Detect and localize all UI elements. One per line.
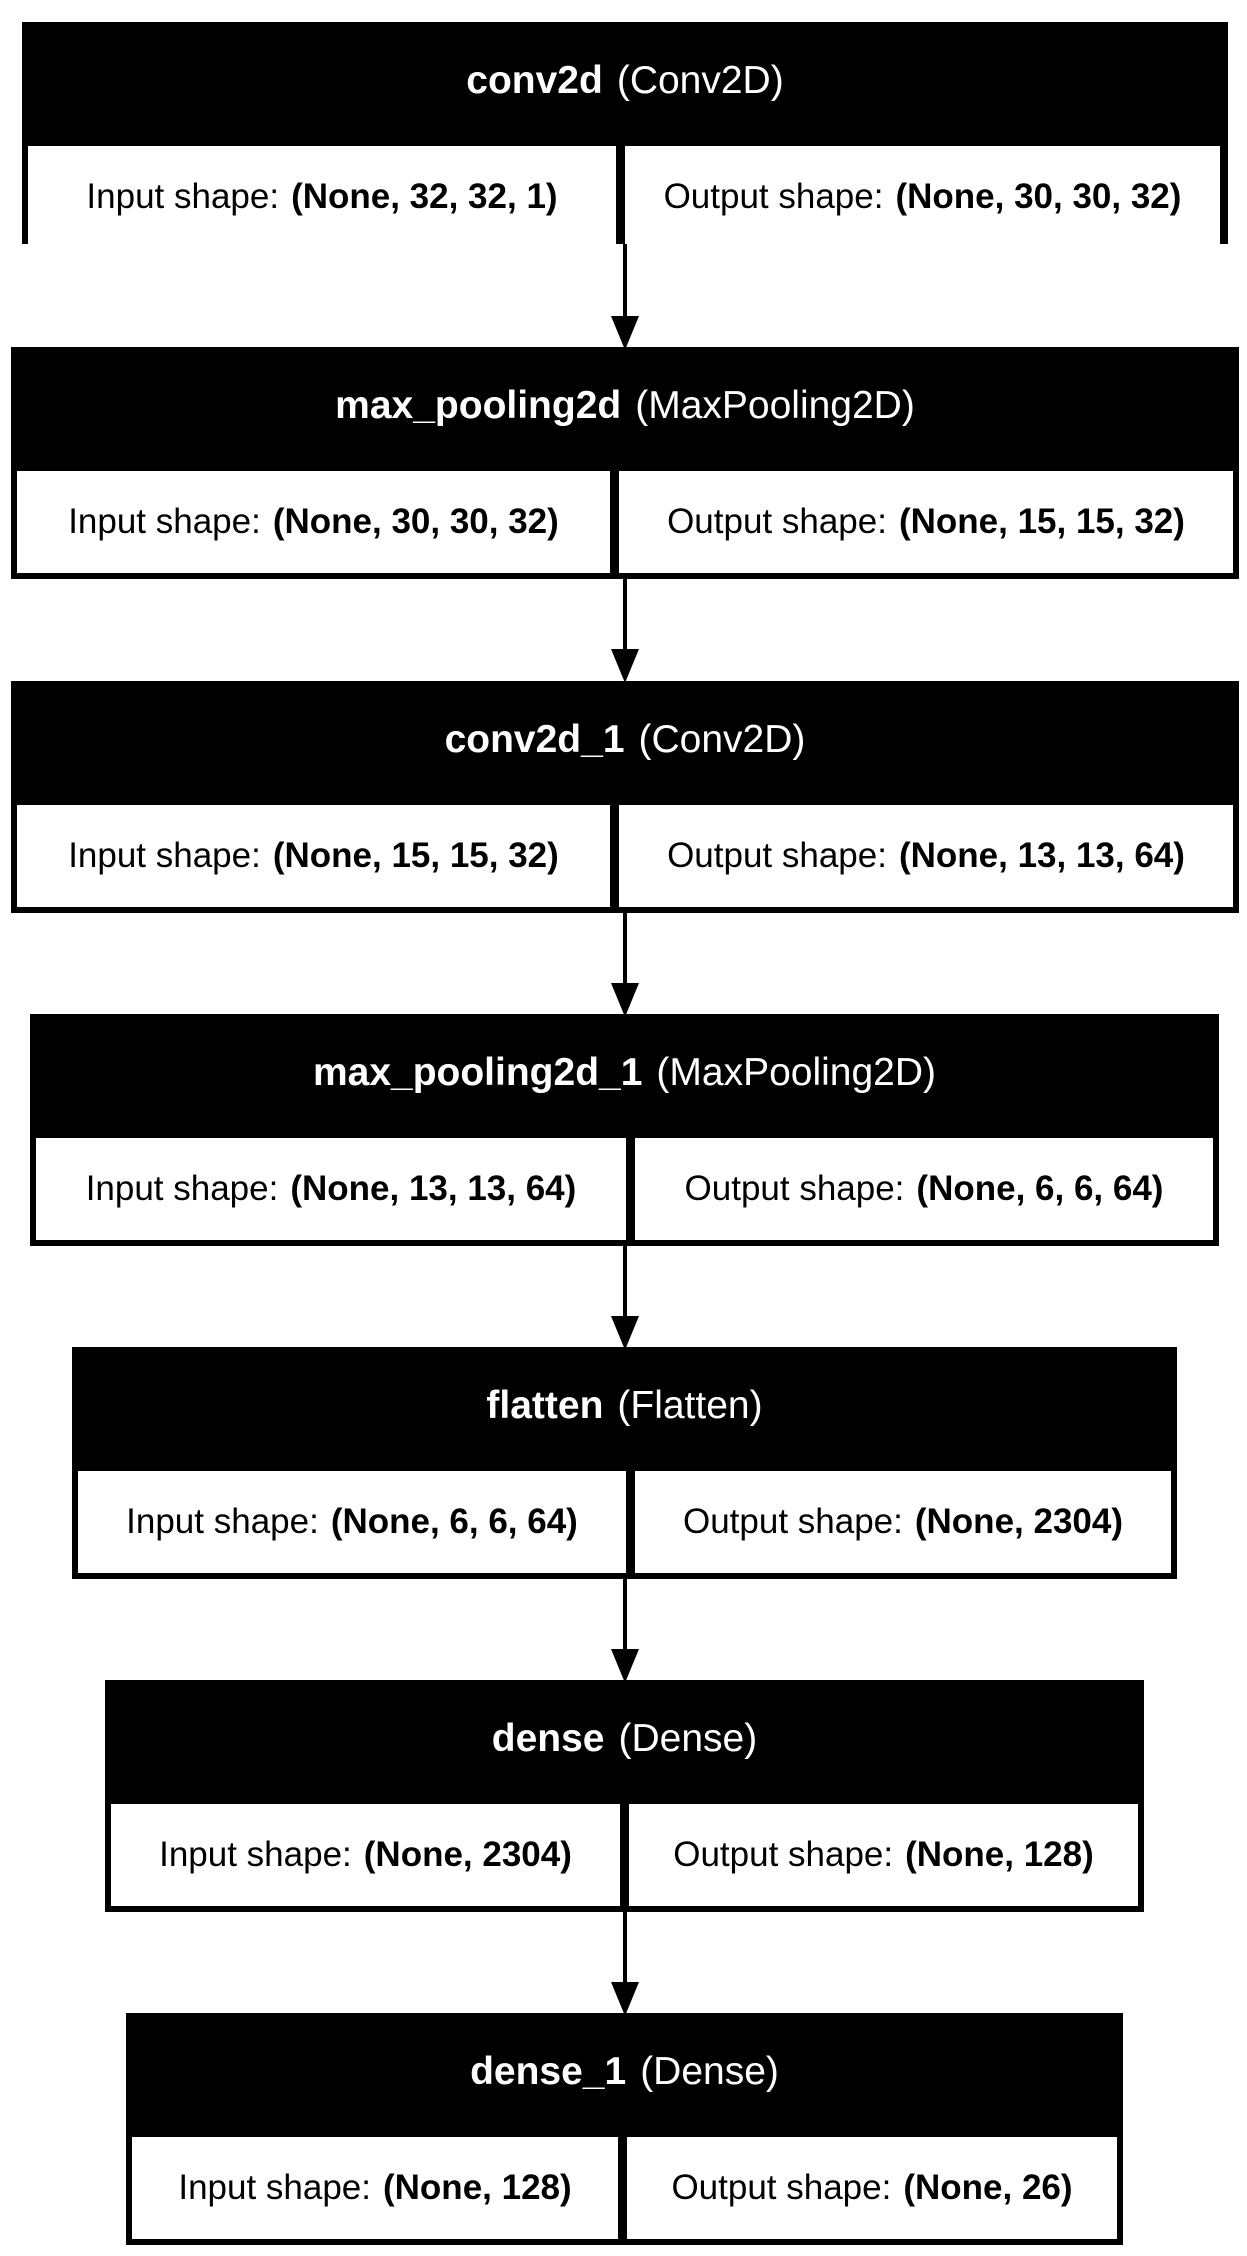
output-shape-value: (None, 30, 30, 32) (895, 177, 1182, 216)
input-shape-cell: Input shape: (None, 15, 15, 32) (17, 805, 610, 907)
layer-header: conv2d (Conv2D) (22, 22, 1228, 140)
input-shape-value: (None, 32, 32, 1) (291, 177, 558, 216)
layer-header: dense (Dense) (105, 1680, 1144, 1798)
layer-name: max_pooling2d (335, 384, 622, 427)
layer-name: conv2d (466, 59, 603, 102)
layer-header: max_pooling2d_1 (MaxPooling2D) (30, 1014, 1219, 1132)
output-shape-value: (None, 15, 15, 32) (898, 502, 1185, 541)
output-shape-cell: Output shape: (None, 2304) (635, 1471, 1171, 1573)
output-shape-label: Output shape: (673, 1835, 894, 1874)
layer-type: (Dense) (640, 2050, 779, 2093)
flow-arrow-line (623, 913, 627, 987)
output-shape-label: Output shape: (667, 836, 887, 875)
layer-type: (Conv2D) (638, 718, 806, 761)
layer-node-dense-1: dense_1 (Dense) Input shape: (None, 128)… (126, 2013, 1123, 2245)
output-shape-value: (None, 6, 6, 64) (916, 1169, 1164, 1208)
input-shape-cell: Input shape: (None, 30, 30, 32) (17, 471, 610, 573)
layer-name: dense (491, 1717, 605, 1760)
flow-arrow-head (611, 983, 639, 1017)
output-shape-value: (None, 2304) (914, 1502, 1123, 1541)
output-shape-value: (None, 128) (905, 1835, 1094, 1874)
output-shape-label: Output shape: (663, 177, 884, 216)
layer-node-flatten: flatten (Flatten) Input shape: (None, 6,… (72, 1347, 1177, 1579)
input-shape-value: (None, 15, 15, 32) (272, 836, 559, 875)
input-shape-label: Input shape: (85, 1169, 279, 1208)
input-shape-cell: Input shape: (None, 128) (132, 2137, 618, 2239)
input-shape-value: (None, 30, 30, 32) (272, 502, 559, 541)
output-shape-cell: Output shape: (None, 13, 13, 64) (619, 805, 1233, 907)
flow-arrow-head (611, 1316, 639, 1350)
flow-arrow-line (623, 1579, 627, 1653)
input-shape-label: Input shape: (68, 502, 261, 541)
layer-header: max_pooling2d (MaxPooling2D) (11, 347, 1239, 465)
layer-type: (Conv2D) (616, 59, 784, 102)
layer-header: dense_1 (Dense) (126, 2013, 1123, 2131)
output-shape-cell: Output shape: (None, 26) (627, 2137, 1117, 2239)
layer-name: flatten (486, 1384, 604, 1427)
flow-arrow-head (611, 1982, 639, 2016)
output-shape-cell: Output shape: (None, 15, 15, 32) (619, 471, 1233, 573)
input-shape-value: (None, 2304) (363, 1835, 572, 1874)
output-shape-cell: Output shape: (None, 128) (629, 1804, 1138, 1906)
output-shape-value: (None, 26) (903, 2168, 1073, 2207)
input-shape-cell: Input shape: (None, 32, 32, 1) (28, 146, 616, 248)
flow-arrow-head (611, 316, 639, 350)
input-shape-label: Input shape: (86, 177, 280, 216)
flow-arrow-head (611, 649, 639, 683)
flow-arrow-line (623, 244, 627, 320)
layer-type: (Flatten) (617, 1384, 763, 1427)
layer-type: (Dense) (618, 1717, 758, 1760)
layer-node-max-pooling2d: max_pooling2d (MaxPooling2D) Input shape… (11, 347, 1239, 579)
layer-type: (MaxPooling2D) (656, 1051, 937, 1094)
input-shape-value: (None, 128) (383, 2168, 572, 2207)
input-shape-label: Input shape: (126, 1502, 319, 1541)
input-shape-value: (None, 6, 6, 64) (330, 1502, 578, 1541)
input-shape-label: Input shape: (178, 2168, 371, 2207)
input-shape-cell: Input shape: (None, 6, 6, 64) (78, 1471, 626, 1573)
output-shape-cell: Output shape: (None, 6, 6, 64) (635, 1138, 1213, 1240)
layer-type: (MaxPooling2D) (635, 384, 915, 427)
input-shape-label: Input shape: (68, 836, 261, 875)
flow-arrow-line (623, 1246, 627, 1320)
output-shape-label: Output shape: (684, 1169, 905, 1208)
layer-node-max-pooling2d-1: max_pooling2d_1 (MaxPooling2D) Input sha… (30, 1014, 1219, 1246)
layer-name: max_pooling2d_1 (312, 1051, 643, 1094)
layer-name: dense_1 (470, 2050, 627, 2093)
output-shape-label: Output shape: (682, 1502, 903, 1541)
output-shape-label: Output shape: (671, 2168, 892, 2207)
flow-arrow-line (623, 1912, 627, 1986)
output-shape-label: Output shape: (667, 502, 887, 541)
layer-header: conv2d_1 (Conv2D) (11, 681, 1239, 799)
input-shape-cell: Input shape: (None, 13, 13, 64) (36, 1138, 626, 1240)
output-shape-cell: Output shape: (None, 30, 30, 32) (625, 146, 1220, 248)
flow-arrow-head (611, 1649, 639, 1683)
layer-node-dense: dense (Dense) Input shape: (None, 2304) … (105, 1680, 1144, 1912)
layer-node-conv2d: conv2d (Conv2D) Input shape: (None, 32, … (22, 22, 1228, 248)
input-shape-cell: Input shape: (None, 2304) (111, 1804, 620, 1906)
input-shape-label: Input shape: (159, 1835, 352, 1874)
flow-arrow-line (623, 579, 627, 653)
layer-header: flatten (Flatten) (72, 1347, 1177, 1465)
layer-node-conv2d-1: conv2d_1 (Conv2D) Input shape: (None, 15… (11, 681, 1239, 913)
output-shape-value: (None, 13, 13, 64) (898, 836, 1185, 875)
input-shape-value: (None, 13, 13, 64) (290, 1169, 577, 1208)
layer-name: conv2d_1 (444, 718, 625, 761)
